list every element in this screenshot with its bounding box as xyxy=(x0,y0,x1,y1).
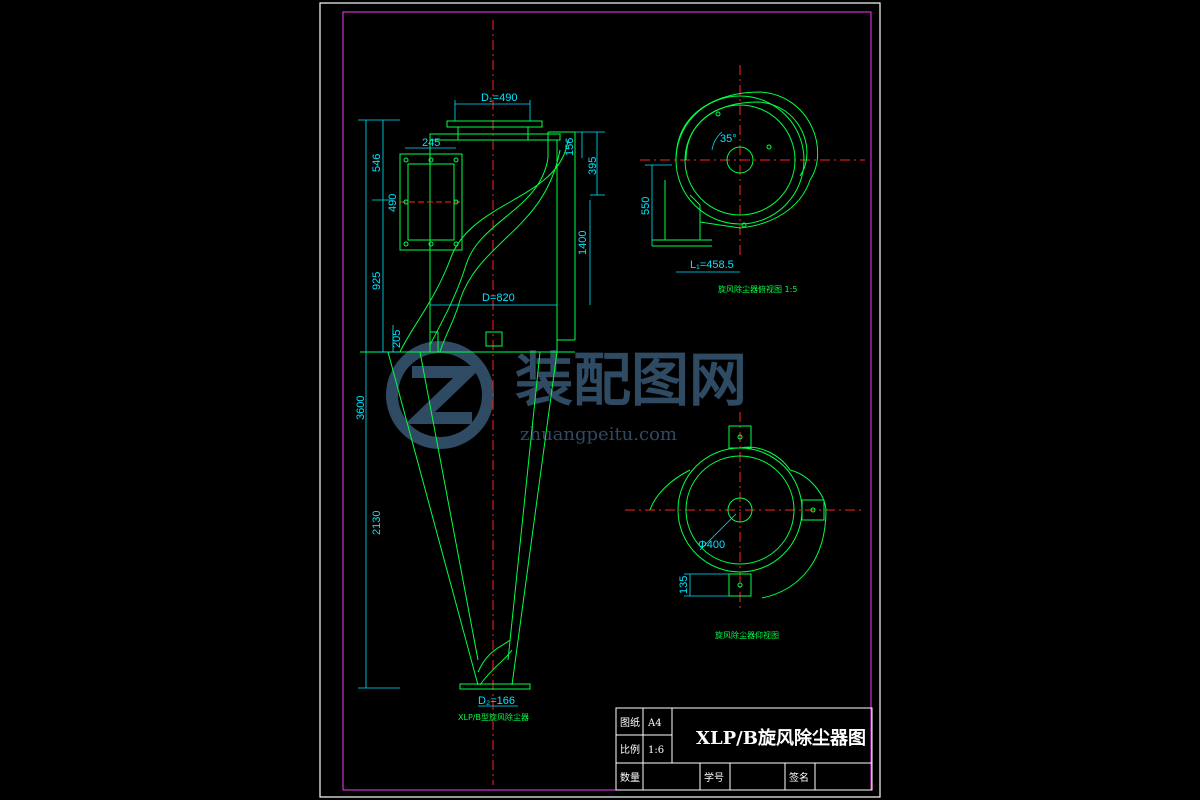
dim-156: 156 xyxy=(564,138,576,156)
tb-label-no: 学号 xyxy=(704,771,724,784)
dim-angle: 35° xyxy=(720,133,737,145)
dim-3600: 3600 xyxy=(355,396,367,420)
dim-1400: 1400 xyxy=(577,231,589,255)
bottom-view-dimensions xyxy=(684,513,737,597)
bottom-flange xyxy=(459,683,531,690)
volute-curve-inner xyxy=(429,157,549,346)
dim-135: 135 xyxy=(678,576,690,594)
dim-d-body: D=820 xyxy=(482,292,515,304)
bottom-outlet-circle xyxy=(727,497,753,523)
top-outlet-circle xyxy=(726,146,754,174)
title-block xyxy=(615,707,873,791)
cone-left-wall xyxy=(387,351,479,686)
tb-value-sheet: A4 xyxy=(647,718,662,729)
dim-205: 205 xyxy=(391,330,403,348)
watermark-text-en: zhuangpeitu.com xyxy=(520,424,677,445)
top-volute xyxy=(675,91,819,229)
bottom-view-caption: 旋风除尘器仰视图 xyxy=(715,630,779,640)
main-view-caption: XLP/B型旋风除尘器 xyxy=(458,712,529,722)
tb-value-scale: 1:6 xyxy=(648,745,664,756)
dim-395: 395 xyxy=(587,157,599,175)
dim-d1: D₁=490 xyxy=(481,92,517,104)
watermark-logo-icon xyxy=(386,341,494,449)
top-view-caption: 旋风除尘器俯视图 1:5 xyxy=(718,284,797,294)
outlet-flange xyxy=(446,120,543,128)
dim-925: 925 xyxy=(371,272,383,290)
cone-right-wall xyxy=(511,351,558,686)
watermark-z-icon xyxy=(405,366,483,424)
top-view xyxy=(640,65,865,255)
dim-d2: D₂=166 xyxy=(478,695,515,707)
front-view-dimensions xyxy=(358,100,605,707)
dim-490: 490 xyxy=(387,194,399,212)
tb-label-scale: 比例 xyxy=(620,743,640,756)
bottom-volute xyxy=(649,469,827,599)
tb-label-sheet: 图纸 xyxy=(620,716,640,729)
tb-title: XLP/B旋风除尘器图 xyxy=(696,727,866,749)
watermark: 装配图网 zhuangpeitu.com xyxy=(386,341,747,449)
outer-frame xyxy=(319,2,881,798)
dim-phi400: Φ400 xyxy=(698,539,725,551)
volute-curve-outer xyxy=(399,139,569,353)
dim-l1: L₁=458.5 xyxy=(690,259,734,271)
dim-245: 245 xyxy=(422,137,440,149)
dim-550: 550 xyxy=(640,197,652,215)
inner-border xyxy=(342,11,872,791)
dim-546: 546 xyxy=(371,154,383,172)
bottom-view xyxy=(625,412,865,610)
front-view xyxy=(360,20,576,785)
dim-2130: 2130 xyxy=(371,511,383,535)
tb-label-qty: 数量 xyxy=(620,771,640,784)
tb-label-sign: 签名 xyxy=(789,771,809,784)
top-view-dimensions xyxy=(645,131,740,273)
top-plate xyxy=(429,133,561,141)
